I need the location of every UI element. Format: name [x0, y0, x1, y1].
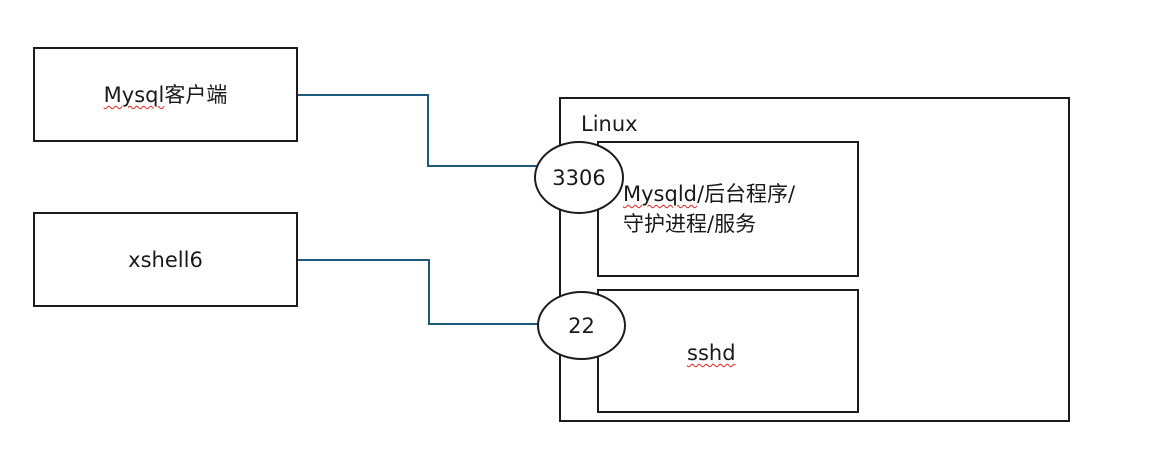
linux-label: Linux [581, 112, 638, 136]
xshell-label: xshell6 [128, 248, 203, 272]
sshd-label: sshd [687, 341, 736, 365]
xshell-connector [298, 259, 540, 325]
mysqld-line1-suffix: /后台程序/ [696, 182, 796, 206]
mysql-client-suffix: 客户端 [164, 83, 228, 107]
mysqld-name: Mysqld [623, 182, 697, 206]
port-3306-circle: 3306 [534, 141, 624, 214]
mysqld-service-box: Mysqld/后台程序/ 守护进程/服务 [597, 141, 859, 277]
mysqld-label-line2: 守护进程/服务 [623, 212, 757, 236]
mysqld-label-line1: Mysqld/后台程序/ [623, 181, 795, 207]
port-22-circle: 22 [537, 291, 626, 360]
mysql-client-connector [298, 94, 538, 167]
port-3306-label: 3306 [552, 165, 606, 190]
port-22-label: 22 [568, 313, 595, 338]
mysql-client-box: Mysql客户端 [33, 47, 298, 142]
sshd-service-box: sshd [597, 289, 859, 413]
xshell-box: xshell6 [33, 212, 298, 307]
mysql-client-name: Mysql [103, 83, 165, 107]
mysql-client-label: Mysql客户端 [35, 82, 296, 108]
